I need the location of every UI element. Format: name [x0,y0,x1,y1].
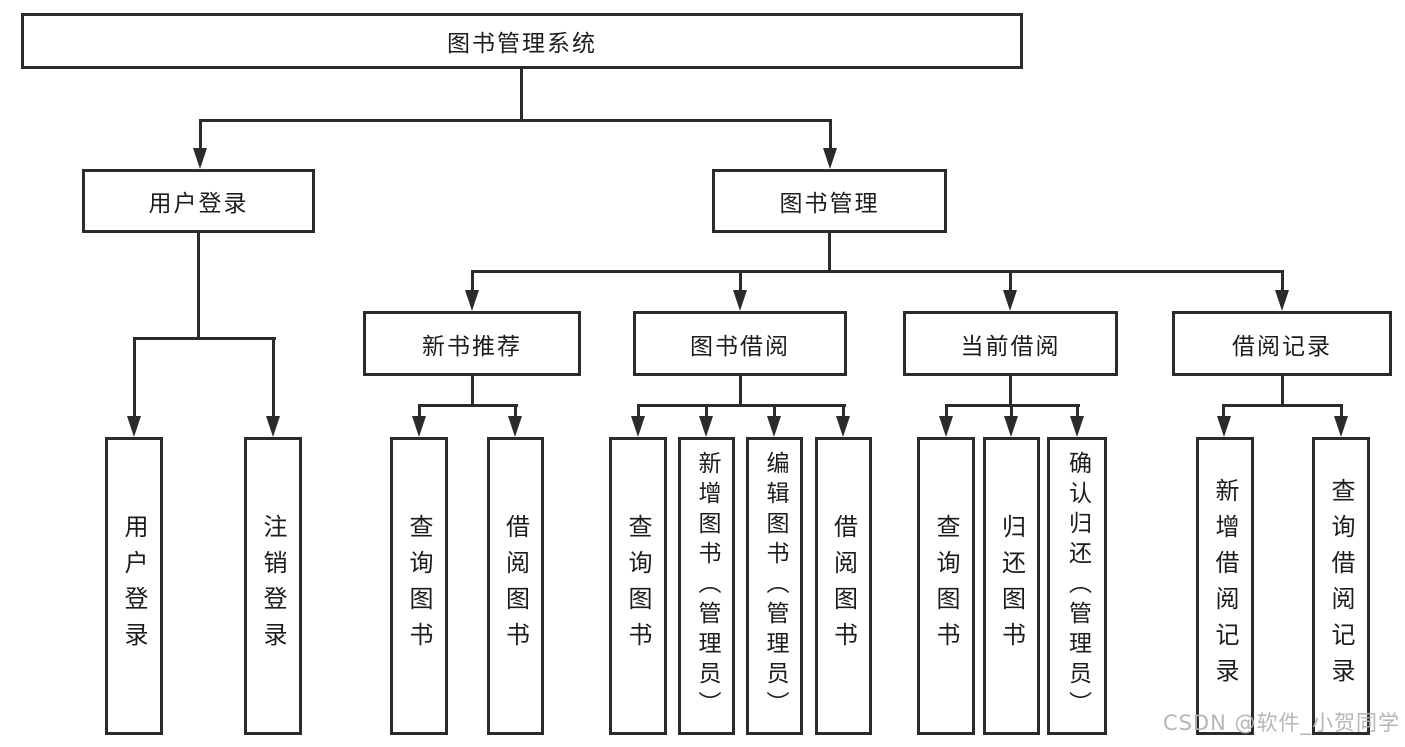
node-book-management: 图书管理 [712,169,947,233]
connector-line [272,337,275,418]
connector-line [637,404,640,418]
connector-line [471,270,474,292]
connector-line [197,233,200,340]
connector-line [1340,404,1343,418]
arrow-down-icon [631,416,645,437]
connector-line [418,404,518,407]
arrow-down-icon [1275,290,1289,311]
leaf-add-borrow-record: 新增借阅记录 [1196,437,1254,735]
connector-line [842,404,845,418]
arrow-down-icon [1217,416,1231,437]
node-current-borrowing: 当前借阅 [903,311,1118,376]
arrow-down-icon [1004,416,1018,437]
leaf-logout: 注销登录 [244,437,302,735]
connector-line [1009,270,1012,292]
connector-line [471,270,1284,273]
arrow-down-icon [699,416,713,437]
leaf-add-books-admin: 新增图书（管理员） [678,437,735,735]
connector-line [1222,404,1225,418]
arrow-down-icon [1334,416,1348,437]
connector-line [773,404,776,418]
connector-line [133,337,276,340]
arrow-down-icon [767,416,781,437]
connector-line [1222,404,1343,407]
node-user-login: 用户登录 [82,169,315,233]
arrow-down-icon [823,148,837,169]
connector-line [1010,404,1013,418]
connector-line [199,119,832,122]
connector-line [739,270,742,292]
node-new-book-recommendation: 新书推荐 [363,311,581,376]
watermark: CSDN @软件_小贺同学 [1162,711,1400,735]
connector-line [829,119,832,150]
arrow-down-icon [193,148,207,169]
connector-line [1076,404,1079,418]
connector-line [199,119,202,150]
connector-line [1009,376,1012,407]
leaf-query-borrow-record: 查询借阅记录 [1312,437,1370,735]
connector-line [1281,270,1284,292]
arrow-down-icon [939,416,953,437]
arrow-down-icon [1070,416,1084,437]
node-borrowing-records: 借阅记录 [1172,311,1392,376]
leaf-edit-books-admin: 编辑图书（管理员） [746,437,803,735]
leaf-borrow-books-recommend: 借阅图书 [487,437,544,735]
arrow-down-icon [508,416,522,437]
connector-line [133,337,136,418]
connector-line [520,69,523,122]
arrow-down-icon [836,416,850,437]
leaf-query-books-current: 查询图书 [917,437,975,735]
leaf-borrow-books-borrowing: 借阅图书 [815,437,872,735]
node-book-borrowing: 图书借阅 [633,311,847,376]
arrow-down-icon [412,416,426,437]
arrow-down-icon [1003,290,1017,311]
leaf-confirm-return-admin: 确认归还（管理员） [1047,437,1107,735]
connector-line [945,404,948,418]
node-library-management-system: 图书管理系统 [21,13,1023,69]
arrow-down-icon [127,416,141,437]
connector-line [637,404,846,407]
connector-line [705,404,708,418]
connector-line [514,404,517,418]
connector-line [418,404,421,418]
arrow-down-icon [266,416,280,437]
connector-line [1281,376,1284,407]
leaf-query-books-borrowing: 查询图书 [609,437,667,735]
connector-line [471,376,474,407]
leaf-user-login: 用户登录 [105,437,163,735]
arrow-down-icon [733,290,747,311]
arrow-down-icon [465,290,479,311]
connector-line [739,376,742,407]
leaf-return-books: 归还图书 [983,437,1040,735]
connector-line [828,233,831,273]
leaf-query-books-recommend: 查询图书 [390,437,448,735]
